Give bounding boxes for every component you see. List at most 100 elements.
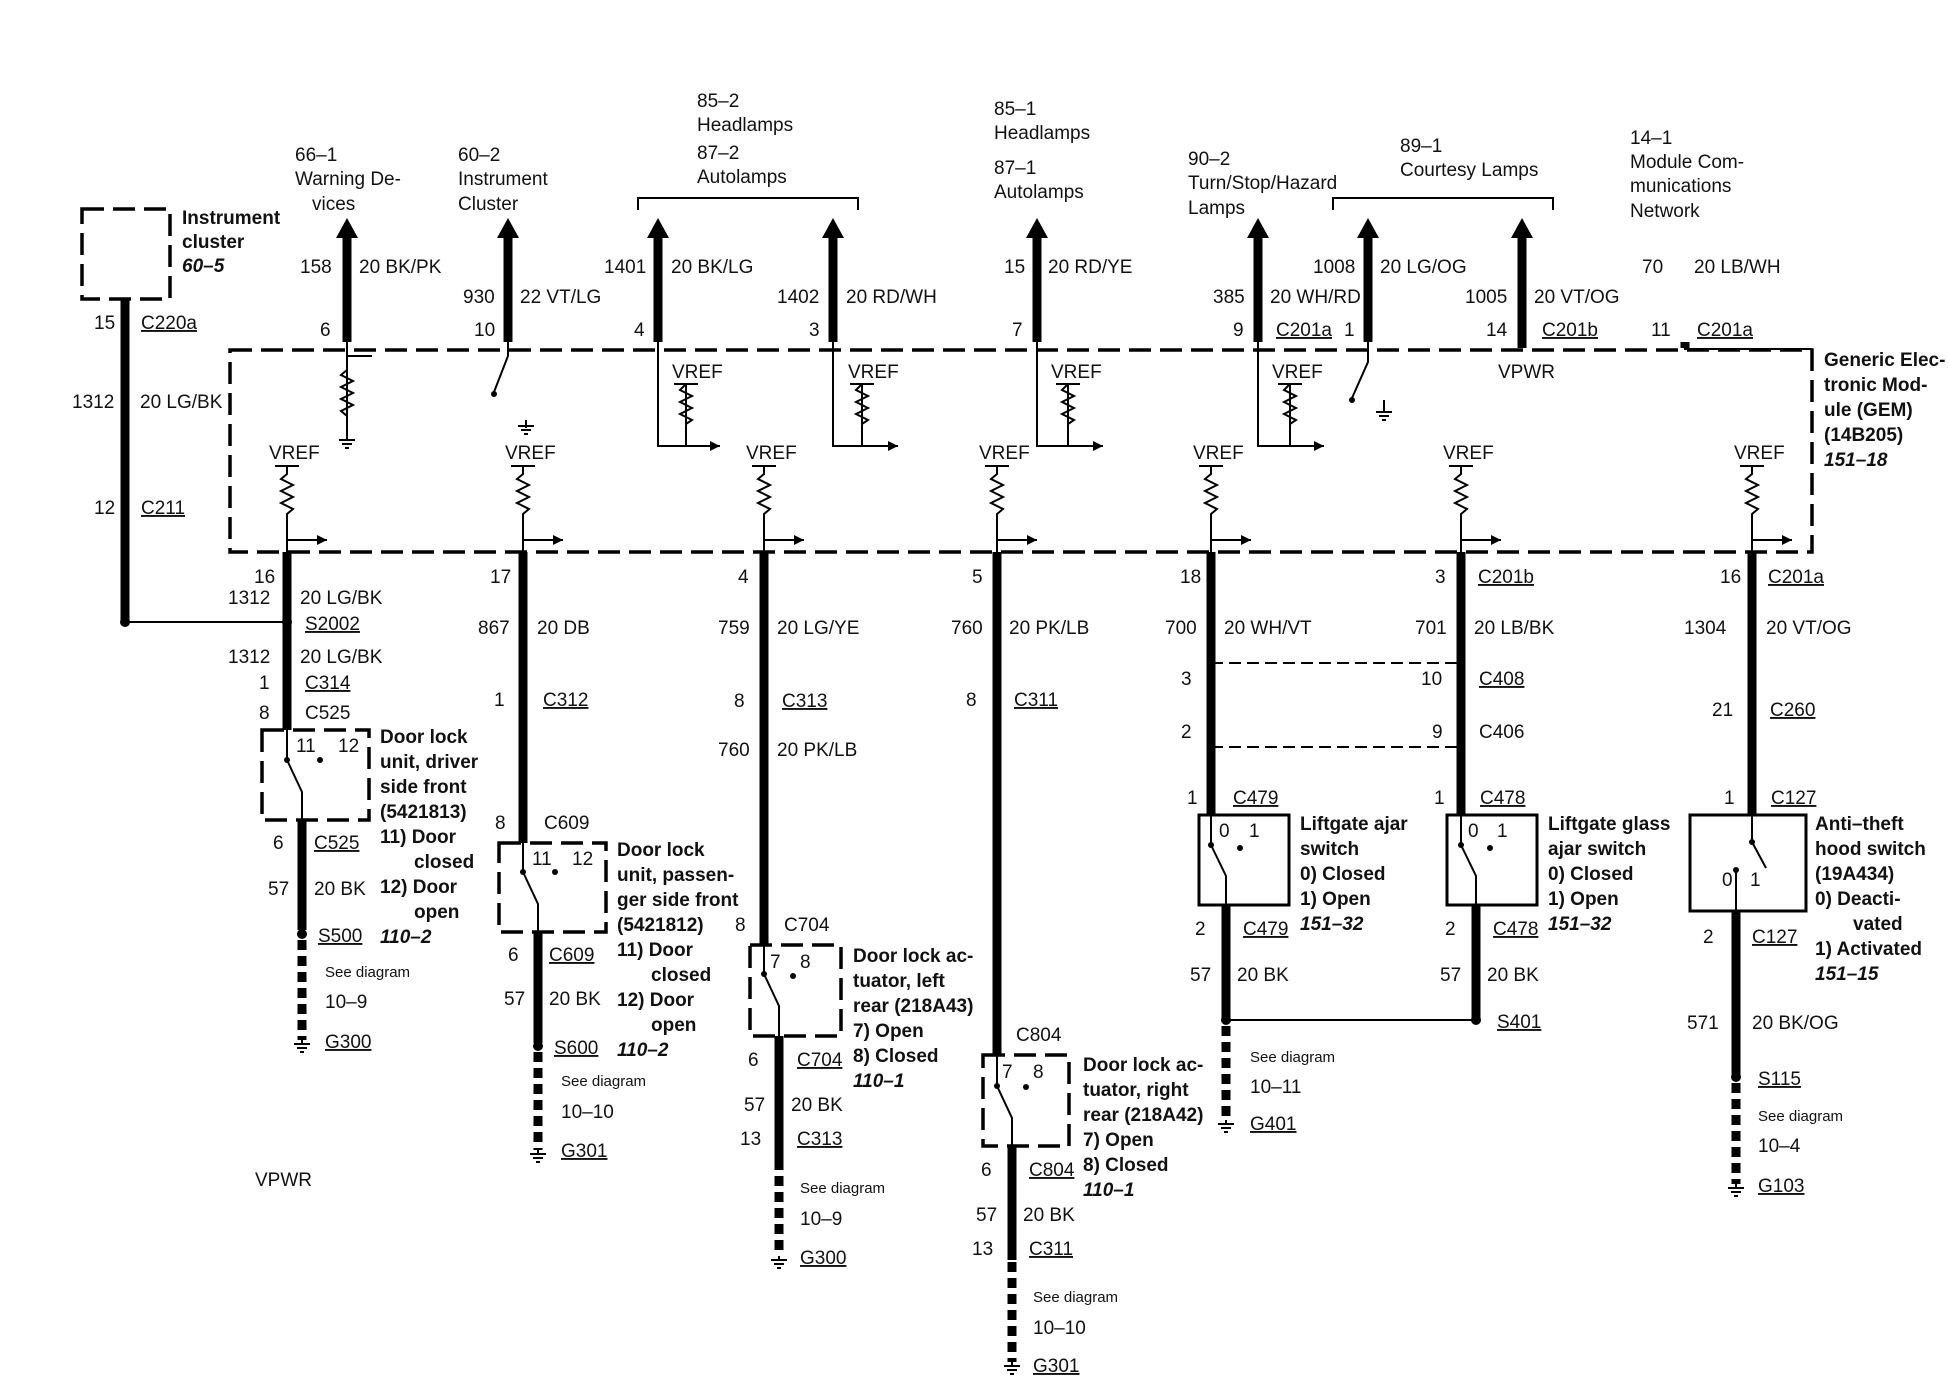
- driver-pin-1: 1: [259, 673, 270, 694]
- hood-see: See diagram: [1758, 1108, 1843, 1125]
- rr-wire-color: 20 PK/LB: [1009, 618, 1089, 639]
- vref-resistor-4: [988, 466, 1006, 552]
- gem-box: [228, 348, 1814, 554]
- lr-switch-contact: [790, 973, 796, 979]
- hood-switch-contact: [1733, 867, 1739, 873]
- circuit-385: 385: [1213, 287, 1245, 308]
- wire-385-color: 20 WH/RD: [1270, 287, 1361, 308]
- lg-switch-contact: [1237, 845, 1243, 851]
- wire-1008-color: 20 LG/OG: [1380, 257, 1467, 278]
- hood-name-3: (19A434): [1815, 864, 1894, 885]
- gem-module: Generic Elec- tronic Mod- ule (GEM) (14B…: [228, 342, 1945, 554]
- lgg-name-2: ajar switch: [1548, 839, 1646, 860]
- hood-see-ref: 10–4: [1758, 1136, 1801, 1157]
- gem-name-2: tronic Mod-: [1824, 375, 1927, 396]
- vref-resistor-2: [514, 466, 532, 552]
- lr-ground: G300: [800, 1248, 846, 1269]
- driver-ground-icon: [293, 1040, 311, 1053]
- lgg-pos-1: 1: [1497, 821, 1508, 842]
- gem-int-resistor-4: [1059, 383, 1077, 446]
- arrow-1402: [822, 218, 844, 238]
- pass-name-1: Door lock: [617, 840, 705, 861]
- lr-wire-color: 20 LG/YE: [777, 618, 859, 639]
- driver-circuit-1312: 1312: [228, 588, 270, 609]
- lgg-pos-0: 0: [1468, 821, 1479, 842]
- lgg-name-1: Liftgate glass: [1548, 814, 1670, 835]
- rr-name-4: 7) Open: [1083, 1130, 1154, 1151]
- lg-ground: G401: [1250, 1114, 1296, 1135]
- hood-pos-1: 1: [1750, 870, 1761, 891]
- hood-conn-c260: C260: [1770, 700, 1815, 721]
- lg-pin-3: 3: [1181, 669, 1192, 690]
- lr-circuit-57: 57: [744, 1095, 765, 1116]
- lg-name-4: 1) Open: [1300, 889, 1371, 910]
- pass-conn-c312: C312: [543, 690, 588, 711]
- gem-int-node-2: [1349, 397, 1355, 403]
- hood-name-6: 1) Activated: [1815, 939, 1922, 960]
- ic-conn-c211: C211: [141, 498, 185, 519]
- gem-int-arrow-1: [710, 441, 720, 451]
- instrument-cluster-name-2: cluster: [182, 232, 245, 253]
- vref-label-5: VREF: [1193, 443, 1244, 464]
- circuit-158: 158: [300, 257, 332, 278]
- ref-warning-2: Warning De-: [295, 169, 401, 190]
- driver-ref: 110–2: [380, 927, 432, 948]
- pass-pin-6: 6: [508, 945, 519, 966]
- lg-switch-lever: [1210, 815, 1227, 905]
- pass-name-7: 12) Door: [617, 990, 695, 1011]
- gem-vref-top-4: VREF: [1272, 362, 1323, 383]
- gem-name-4: (14B205): [1824, 425, 1903, 446]
- lg-pin-2-b: 2: [1195, 919, 1206, 940]
- pass-name-6: closed: [651, 965, 711, 986]
- vref-label-6: VREF: [1443, 443, 1494, 464]
- lr-pos-7: 7: [770, 952, 781, 973]
- wire-1402-color: 20 RD/WH: [846, 287, 937, 308]
- lgg-name-3: 0) Closed: [1548, 864, 1634, 885]
- gem-int-arrow-3: [1093, 441, 1103, 451]
- lg-switch-node: [1208, 842, 1214, 848]
- rr-ref: 110–1: [1083, 1180, 1134, 1201]
- pass-wire-color: 20 DB: [537, 618, 590, 639]
- ref-warning-1: 66–1: [295, 145, 337, 166]
- circuit-70: 70: [1642, 257, 1663, 278]
- driver-switch-box: [260, 728, 371, 822]
- rr-pin-13: 13: [972, 1239, 993, 1260]
- lgg-switch-contact: [1487, 845, 1493, 851]
- lgg-pin-9: 9: [1432, 722, 1443, 743]
- rr-conn-c804: C804: [1016, 1025, 1062, 1046]
- arrow-cluster: [497, 218, 519, 238]
- rr-name-2: tuator, right: [1083, 1080, 1189, 1101]
- ic-node: [120, 617, 130, 627]
- ref-network-2: Module Com-: [1630, 152, 1744, 173]
- ref-network-1: 14–1: [1630, 128, 1672, 149]
- vref-arrow-2: [553, 535, 563, 545]
- lgg-wire-color: 20 LB/BK: [1474, 618, 1555, 639]
- circuit-1008: 1008: [1313, 257, 1355, 278]
- ref-network-4: Network: [1630, 201, 1700, 222]
- hood-switch-node: [1749, 839, 1755, 845]
- gem-int-arrow-4: [1314, 441, 1324, 451]
- pass-ground-icon: [529, 1150, 547, 1163]
- vref-label-4: VREF: [979, 443, 1030, 464]
- lr-name-2: tuator, left: [853, 971, 946, 992]
- conn-c201a-top: C201a: [1276, 320, 1332, 341]
- lgg-conn-c201b: C201b: [1478, 567, 1534, 588]
- lgg-name-4: 1) Open: [1548, 889, 1619, 910]
- pin-9: 9: [1233, 320, 1244, 341]
- branch-passenger: 17 867 20 DB 1 C312 8 C609 11 12 Door lo…: [478, 552, 739, 1163]
- vref-arrow-1: [317, 535, 327, 545]
- pass-switch-lever: [522, 843, 539, 932]
- splice-s401: S401: [1497, 1012, 1541, 1033]
- rr-conn-c804-b: C804: [1029, 1160, 1075, 1181]
- splice-s2002: S2002: [305, 614, 360, 635]
- arrow-warning: [336, 218, 358, 238]
- splice-s500: S500: [318, 926, 362, 947]
- circuit-930: 930: [463, 287, 495, 308]
- gem-name-3: ule (GEM): [1824, 400, 1913, 421]
- wire-15-color: 20 RD/YE: [1048, 257, 1132, 278]
- arrow-1008: [1357, 218, 1379, 238]
- lr-conn-c704: C704: [784, 915, 830, 936]
- lgg-conn-c478: C478: [1480, 788, 1525, 809]
- vref-label-1: VREF: [269, 443, 320, 464]
